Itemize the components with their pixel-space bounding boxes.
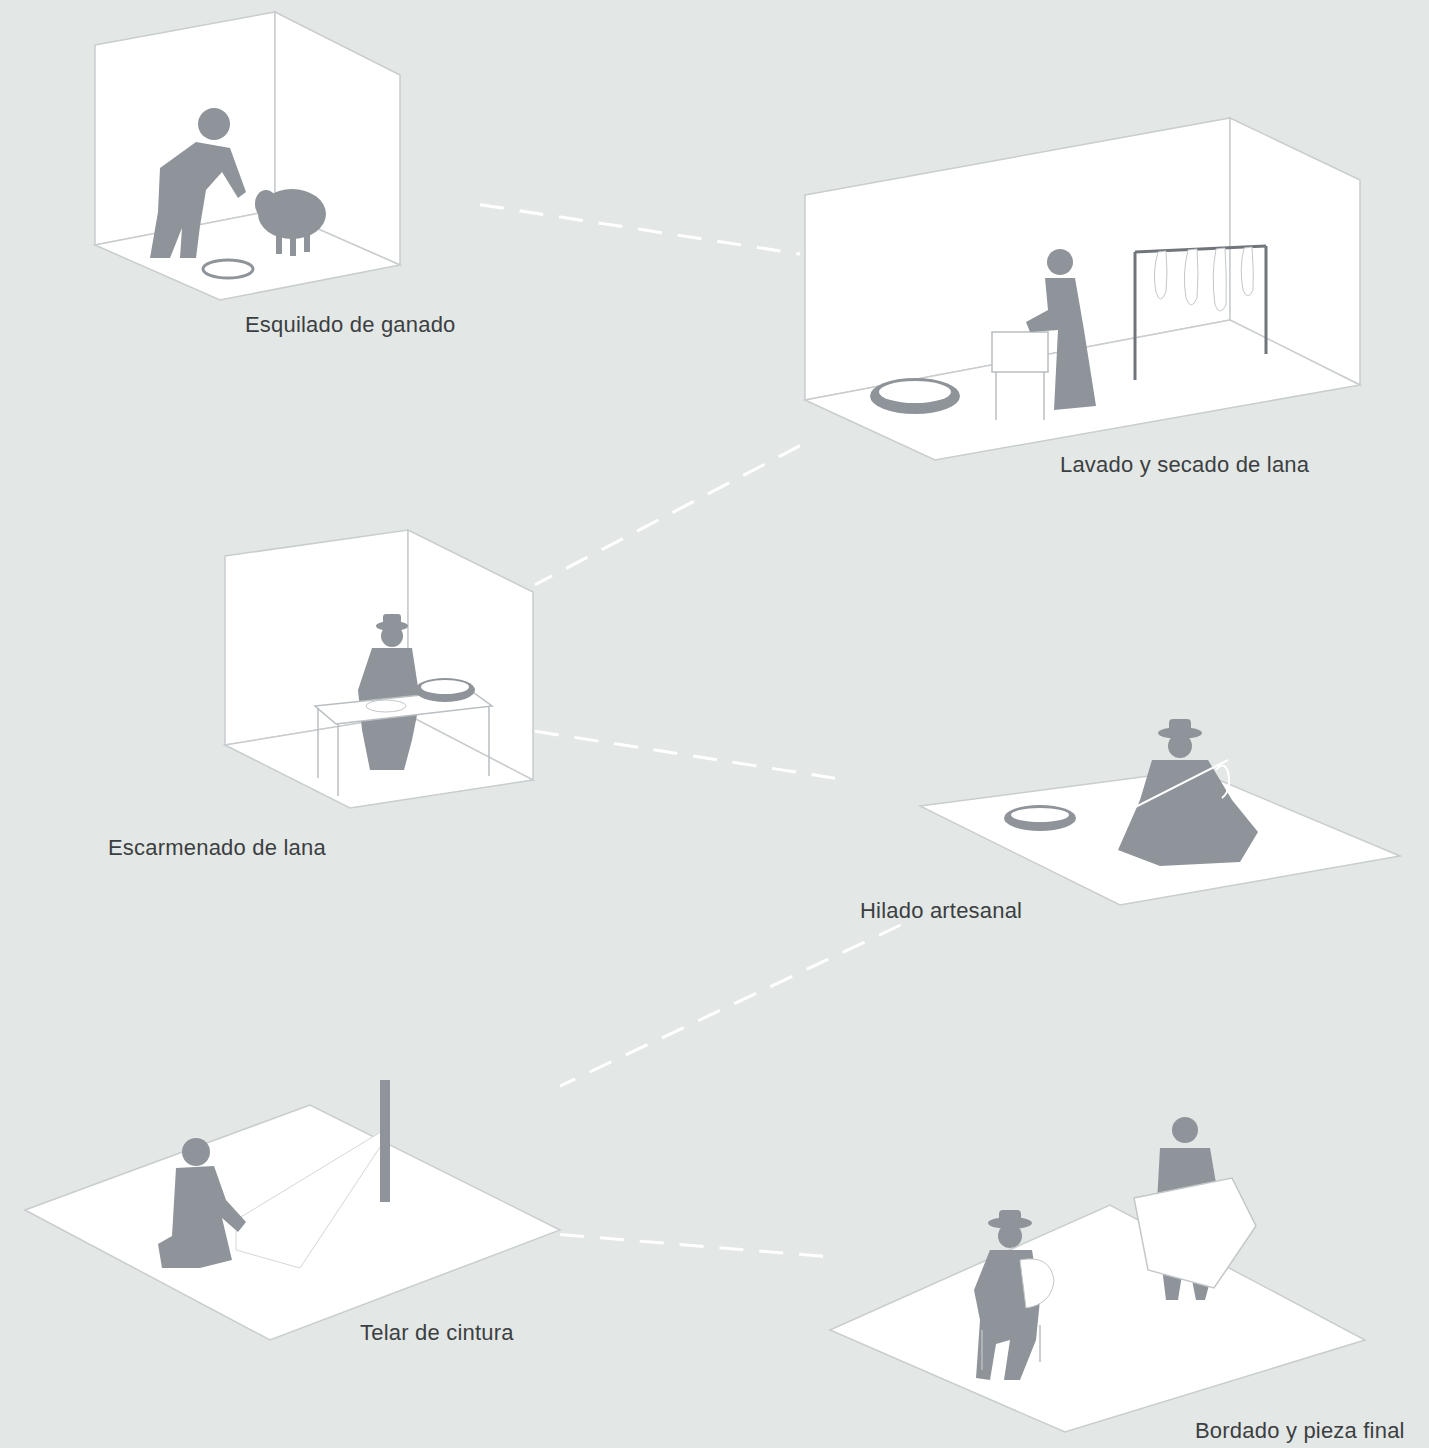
drying-rack: [1135, 246, 1266, 380]
loom-post: [380, 1080, 390, 1202]
rack-post: [1265, 246, 1268, 354]
process-stage: Bordado y pieza final: [830, 1115, 1428, 1448]
process-stage: Escarmenado de lana: [105, 530, 535, 865]
shearing-room: [95, 12, 400, 300]
process-stage: Esquilado de ganado: [95, 10, 480, 340]
sheep-head: [255, 190, 277, 218]
wool-pile: [366, 700, 406, 712]
sheep-figure: [255, 189, 326, 256]
figure-head: [1172, 1117, 1198, 1143]
sheep-leg: [276, 230, 282, 254]
table-leg: [337, 724, 339, 796]
wash-basin: [870, 378, 960, 414]
drying-fleece: [1154, 247, 1253, 311]
process-stage: Telar de cintura: [25, 1080, 560, 1345]
dashed-connector: [535, 446, 800, 585]
weaver-figure: [158, 1138, 246, 1268]
stage-label: Escarmenado de lana: [108, 835, 326, 861]
wool-pile: [421, 680, 469, 694]
finished-piece: [1134, 1178, 1256, 1288]
figure-body: [1118, 760, 1258, 866]
stage-label: Lavado y secado de lana: [1060, 452, 1309, 478]
chair-leg: [995, 372, 997, 420]
connector-line: [535, 731, 835, 778]
fleece: [1213, 248, 1226, 311]
stage-label: Hilado artesanal: [860, 898, 1022, 924]
figure-body: [158, 1166, 246, 1268]
process-stage: Hilado artesanal: [835, 720, 1400, 925]
fleece: [1184, 249, 1198, 305]
chair-back: [992, 332, 1048, 372]
figure-head: [198, 108, 230, 140]
process-stage: Lavado y secado de lana: [800, 115, 1365, 480]
loom-warp: [236, 1130, 386, 1268]
shearer-figure: [150, 108, 246, 258]
sheep-leg: [290, 232, 296, 256]
table-leg: [317, 708, 319, 778]
connector-line: [535, 446, 800, 585]
stool: [982, 1325, 1040, 1370]
stage-label: Bordado y pieza final: [1195, 1418, 1405, 1444]
table-leg: [488, 707, 490, 776]
figure-head: [1168, 734, 1192, 758]
washing-room: [805, 118, 1360, 460]
figure-hat: [999, 1210, 1021, 1224]
sheep-leg: [304, 230, 310, 252]
figure-body: [1026, 278, 1096, 410]
wool-basin: [1004, 805, 1076, 831]
dashed-connector: [535, 731, 835, 778]
stool-leg: [1039, 1325, 1041, 1362]
stool-leg: [981, 1330, 983, 1370]
floor-plane: [830, 1205, 1365, 1432]
chair: [992, 332, 1048, 420]
table: [315, 690, 492, 796]
connector-line: [560, 1235, 830, 1257]
room-floor: [95, 210, 400, 300]
fleece: [1241, 247, 1253, 296]
spinner-figure: [1118, 719, 1258, 866]
fleece: [1154, 251, 1167, 299]
figure-hat: [383, 614, 401, 626]
figure-head: [1047, 249, 1073, 275]
wool-pile: [1011, 808, 1069, 822]
carding-room: [225, 530, 533, 808]
figure-head: [998, 1224, 1022, 1248]
stage-label: Esquilado de ganado: [245, 312, 456, 338]
washer-figure: [1026, 249, 1096, 410]
embroidery-piece: [1020, 1259, 1054, 1308]
dashed-connector: [480, 205, 800, 254]
connector-line: [480, 205, 800, 254]
yarn: [1216, 765, 1229, 798]
wool-basin: [203, 260, 253, 278]
figure-hat: [1169, 719, 1191, 733]
wool-basin: [415, 678, 475, 702]
connector-line: [560, 925, 901, 1086]
dashed-connector: [560, 925, 901, 1086]
dashed-connector: [560, 1235, 830, 1257]
floor-plane: [25, 1105, 560, 1340]
spindle: [1098, 760, 1228, 826]
rack-post: [1134, 252, 1137, 380]
figure-head: [182, 1138, 210, 1166]
wool-pile: [879, 381, 951, 403]
stage-label: Telar de cintura: [360, 1320, 514, 1346]
chair-leg: [1043, 372, 1045, 420]
figure-head: [381, 625, 403, 647]
figure-body: [150, 142, 246, 258]
carder-figure: [358, 614, 420, 770]
